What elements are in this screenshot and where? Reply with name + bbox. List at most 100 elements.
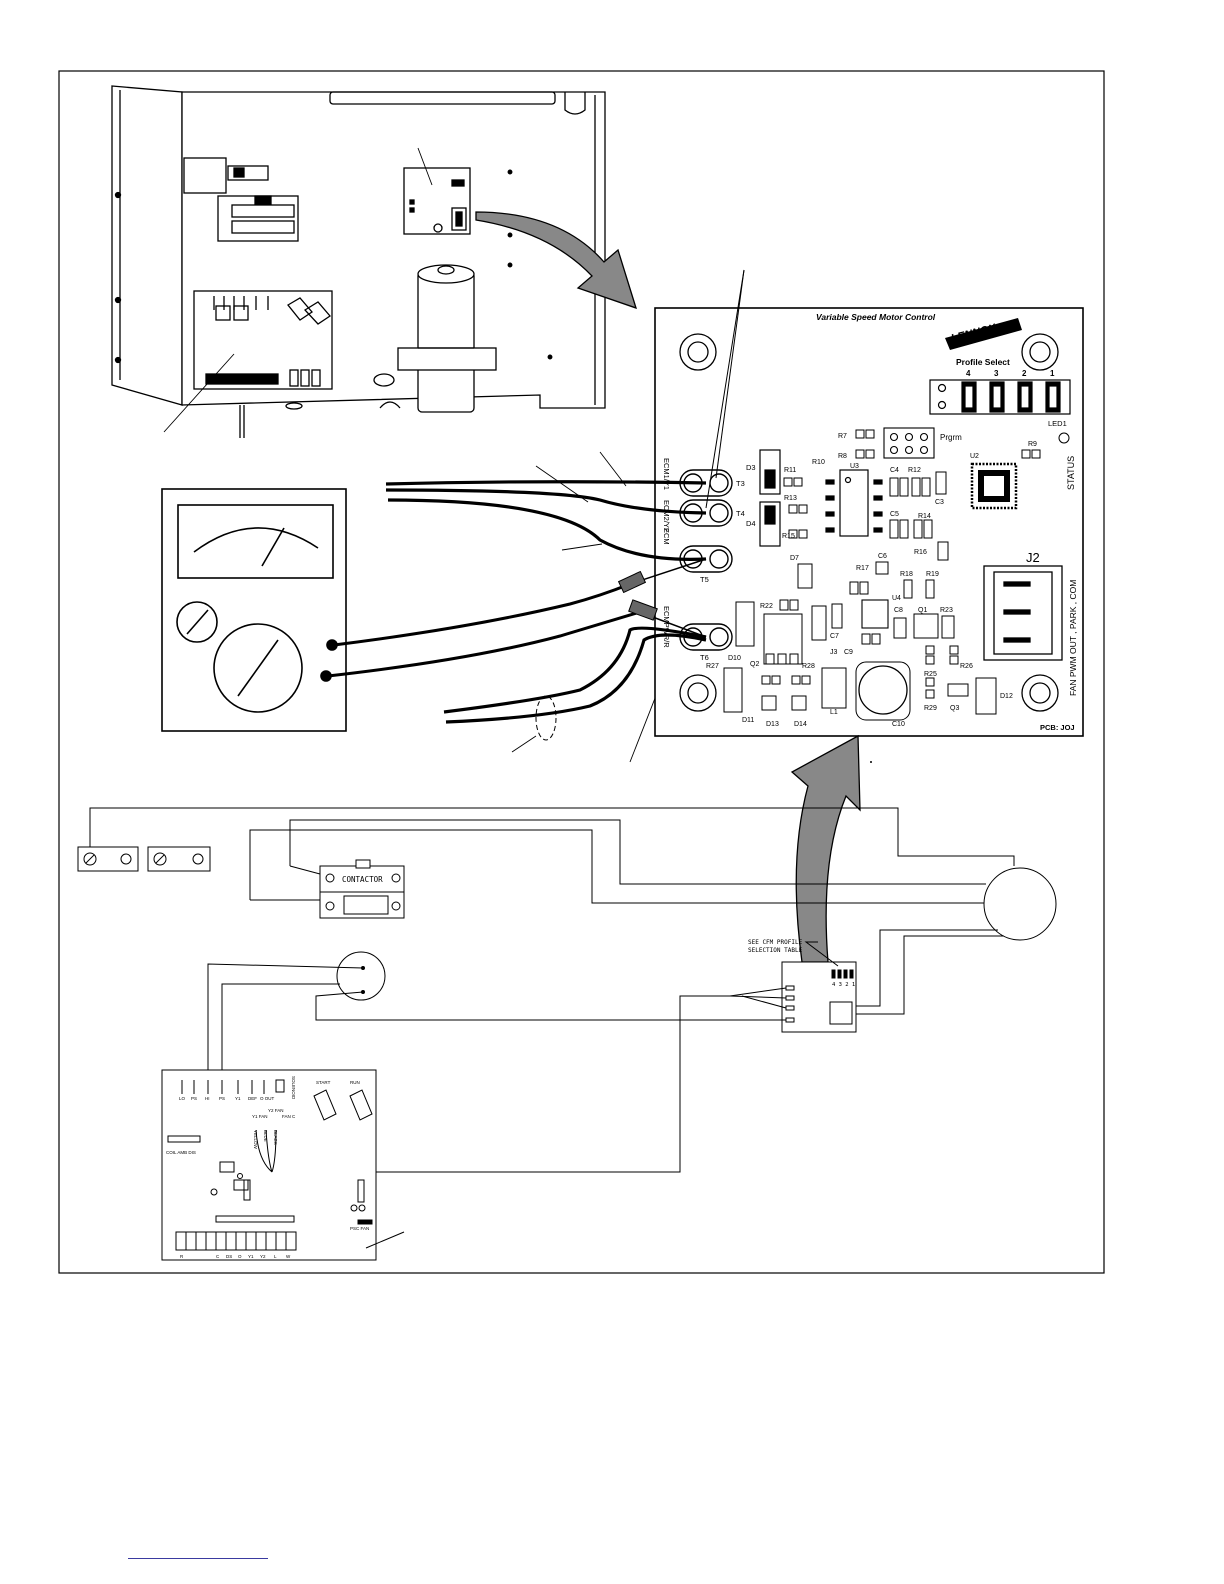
label-c7: C7 xyxy=(830,633,839,640)
label-d13: D13 xyxy=(766,721,779,728)
label-d14: D14 xyxy=(794,721,807,728)
pcb-label: PCB: JOJ xyxy=(1040,723,1075,732)
wire-color-yellow: YELLOW xyxy=(253,1130,258,1150)
label-r11: R11 xyxy=(784,467,796,474)
cb-label-c: C xyxy=(216,1254,220,1259)
label-r18: R18 xyxy=(900,571,913,578)
prgrm-label: Prgrm xyxy=(940,433,962,442)
label-r28: R28 xyxy=(802,663,815,670)
terminal-label-ecm: ECM xyxy=(662,528,671,545)
wire-color-black: BLACK xyxy=(273,1130,278,1145)
label-c3: C3 xyxy=(935,499,944,506)
label-c6: C6 xyxy=(878,553,887,560)
cb-label-lo: LO xyxy=(179,1096,186,1101)
terminal-wires xyxy=(385,480,707,724)
cb-label-ps1: PS xyxy=(191,1096,197,1101)
label-r15: R15 xyxy=(782,533,795,540)
label-r27: R27 xyxy=(706,663,719,670)
cfm-note-line2: SELECTION TABLE xyxy=(748,947,803,954)
label-r13: R13 xyxy=(784,495,797,502)
label-q1: Q1 xyxy=(918,607,927,614)
ic-u2 xyxy=(970,462,1018,510)
cb-label-l: L xyxy=(274,1254,277,1259)
status-label: STATUS xyxy=(1066,456,1076,490)
cb-label-coil: COIL AMB DIS xyxy=(166,1150,196,1155)
label-r16: R16 xyxy=(914,549,927,556)
label-r12: R12 xyxy=(908,467,921,474)
label-r9: R9 xyxy=(1028,441,1037,448)
cb-label-psc: PSC FAN xyxy=(350,1226,369,1231)
cb-label-solenoid: SOLENOID xyxy=(291,1076,296,1100)
label-j3: J3 xyxy=(830,649,838,656)
cb-label-w: W xyxy=(286,1254,291,1259)
cfm-note-line1: SEE CFM PROFILE xyxy=(748,939,803,946)
label-q3: Q3 xyxy=(950,705,959,712)
label-c5: C5 xyxy=(890,511,899,518)
j2-connector xyxy=(983,565,1063,661)
label-r26: R26 xyxy=(960,663,973,670)
label-r10: R10 xyxy=(812,459,825,466)
j2-label: J2 xyxy=(1026,550,1040,565)
cb-label-start: START xyxy=(316,1080,331,1085)
cb-label-def: DEF xyxy=(248,1096,257,1101)
cb-label-hi: HI xyxy=(205,1096,210,1101)
cb-label-o: O xyxy=(238,1254,242,1259)
label-r23: R23 xyxy=(940,607,953,614)
wire-color-blue: BLUE xyxy=(263,1130,268,1142)
label-r29: R29 xyxy=(924,705,937,712)
label-d7: D7 xyxy=(790,555,799,562)
label-c10: C10 xyxy=(892,721,905,728)
profile-number-4: 4 xyxy=(966,369,971,378)
cb-label-y2-fan: Y2 FAN xyxy=(268,1108,284,1113)
label-r7: R7 xyxy=(838,433,847,440)
ic-u3 xyxy=(825,469,883,537)
label-d4: D4 xyxy=(746,519,756,528)
cb-label-ps2: PS xyxy=(219,1096,225,1101)
profile-number-2: 2 xyxy=(1022,369,1027,378)
label-u2: U2 xyxy=(970,453,979,460)
probe-wire xyxy=(705,269,745,509)
label-r25: R25 xyxy=(924,671,937,678)
label-d12: D12 xyxy=(1000,693,1013,700)
terminal-label-ecm1: ECM1/Y1 xyxy=(662,458,671,490)
cb-label-fan-c: FAN C xyxy=(282,1114,296,1119)
cb-label-y1: Y1 xyxy=(235,1096,241,1101)
board-title: Variable Speed Motor Control xyxy=(816,312,936,322)
cb-label-o-out: O OUT xyxy=(260,1096,275,1101)
profile-number-1: 1 xyxy=(1050,369,1055,378)
label-d3: D3 xyxy=(746,463,756,472)
zoom-arrow-top xyxy=(475,211,638,310)
cb-label-y2: Y2 xyxy=(260,1254,266,1259)
terminal-t3: T3 xyxy=(736,479,745,488)
control-board-labels: LO PS HI PS Y1 DEF O OUT SOLENOID START … xyxy=(166,1076,369,1259)
label-d11: D11 xyxy=(742,717,754,724)
label-q2: Q2 xyxy=(750,661,759,668)
figure-frame xyxy=(58,70,1105,1274)
cb-label-r: R xyxy=(180,1254,184,1259)
cb-label-y1-fan: Y1 FAN xyxy=(252,1114,268,1119)
cb-label-y1b: Y1 xyxy=(248,1254,254,1259)
terminal-label-ecm2: ECM2/Y2 xyxy=(662,500,671,532)
terminal-t4: T4 xyxy=(736,509,745,518)
label-c4: C4 xyxy=(890,467,899,474)
footer-link-underline[interactable] xyxy=(128,1552,268,1559)
label-r22: R22 xyxy=(760,603,773,610)
label-r17: R17 xyxy=(856,565,869,572)
j2-pins-label: FAN PWM OUT , PARK , COM xyxy=(1068,580,1078,696)
wiring-schematic xyxy=(77,807,1057,1261)
terminal-t6: T6 xyxy=(700,653,709,662)
profile-number-3: 3 xyxy=(994,369,999,378)
prgrm-header xyxy=(883,427,935,459)
label-l1: L1 xyxy=(830,709,838,716)
profile-select-label: Profile Select xyxy=(956,357,1010,367)
profile-select-jumpers xyxy=(929,379,1071,415)
label-c8: C8 xyxy=(894,607,903,614)
led1-label: LED1 xyxy=(1048,419,1067,428)
vsmc-board: Variable Speed Motor Control LENNOX Prof… xyxy=(654,307,1084,737)
label-d10: D10 xyxy=(728,655,741,662)
contactor-label: CONTACTOR xyxy=(342,875,383,884)
label-r19: R19 xyxy=(926,571,939,578)
label-r14: R14 xyxy=(918,513,931,520)
cb-label-run: RUN xyxy=(350,1080,360,1085)
